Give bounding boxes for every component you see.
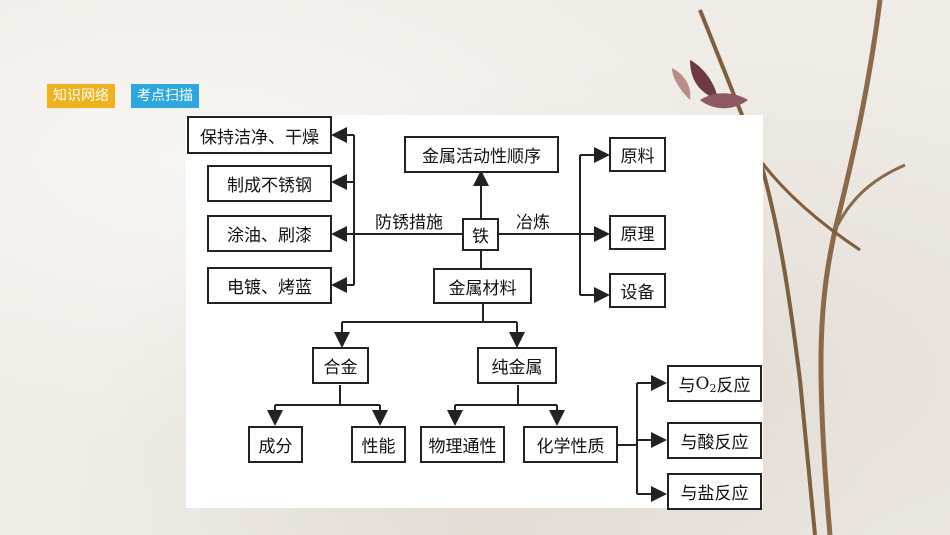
react-oxygen-suffix: 反应 <box>716 376 751 396</box>
node-stainless: 制成不锈钢 <box>207 165 332 202</box>
node-raw-materials: 原料 <box>609 137 666 172</box>
node-iron: 铁 <box>462 218 499 251</box>
react-oxygen-subscript: 2 <box>709 382 717 395</box>
node-principle: 原理 <box>609 215 666 250</box>
react-oxygen-element: O <box>695 373 710 394</box>
node-plating-bluing: 电镀、烤蓝 <box>207 267 332 304</box>
node-composition: 成分 <box>248 426 303 463</box>
node-metal-materials: 金属材料 <box>433 268 532 304</box>
tag-exam-points[interactable]: 考点扫描 <box>131 84 199 108</box>
label-smelting: 冶炼 <box>514 208 552 233</box>
node-equipment: 设备 <box>609 273 666 308</box>
node-react-acid: 与酸反应 <box>667 422 762 459</box>
node-alloy: 合金 <box>312 347 369 384</box>
node-clean-dry: 保持洁净、干燥 <box>187 116 332 154</box>
node-oil-paint: 涂油、刷漆 <box>207 215 332 252</box>
node-pure-metal: 纯金属 <box>477 347 557 384</box>
node-chemical-properties: 化学性质 <box>523 426 618 463</box>
node-properties: 性能 <box>351 426 406 463</box>
label-rust-prevention: 防锈措施 <box>373 208 445 233</box>
node-physical-properties: 物理通性 <box>420 426 505 463</box>
tag-knowledge-network[interactable]: 知识网络 <box>47 84 115 108</box>
node-react-salt: 与盐反应 <box>667 473 762 510</box>
react-oxygen-prefix: 与 <box>678 376 696 396</box>
node-activity-order: 金属活动性顺序 <box>404 136 559 173</box>
